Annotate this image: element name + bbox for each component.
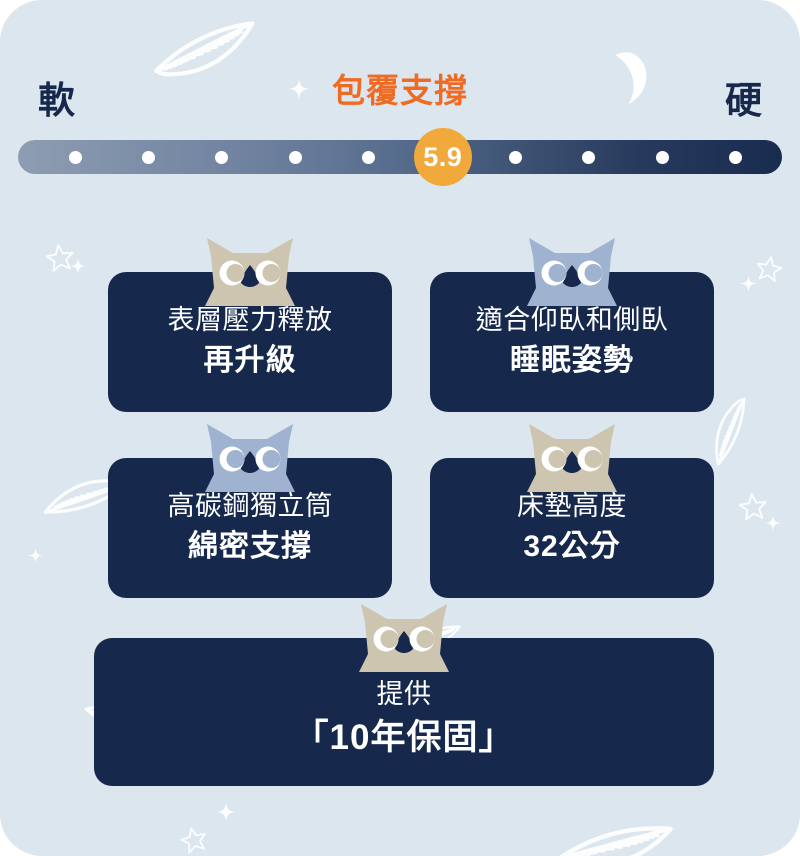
feature-card-line1: 高碳鋼獨立筒 — [167, 491, 333, 522]
star-tiny-bottom-icon — [216, 802, 236, 822]
owl-icon-tan — [203, 236, 297, 310]
warranty-card-line2: 「10年保固」 — [293, 717, 515, 757]
feature-card-line2: 32公分 — [523, 530, 621, 564]
star-tiny-left-low-icon — [28, 548, 43, 563]
star-tiny-right-icon — [740, 275, 757, 292]
firm-end-label: 硬 — [725, 80, 762, 121]
feature-card: 床墊高度 32公分 — [430, 424, 714, 598]
star-tiny-left-icon — [70, 258, 86, 274]
star-outline-right-icon — [753, 253, 785, 285]
owl-icon-tan — [357, 602, 451, 676]
feature-card-line1: 適合仰臥和側臥 — [475, 305, 669, 336]
slider-tick — [142, 150, 156, 164]
owl-icon-blue — [203, 422, 297, 496]
feature-card-line2: 再升級 — [203, 344, 297, 378]
feature-card-line1: 表層壓力釋放 — [167, 305, 333, 336]
slider-tick — [508, 150, 522, 164]
slider-tick — [728, 150, 742, 164]
feature-card-line2: 綿密支撐 — [188, 530, 312, 564]
warranty-card: 提供 「10年保固」 — [94, 604, 714, 786]
owl-icon-tan — [525, 422, 619, 496]
slider-value-badge[interactable]: 5.9 — [413, 128, 472, 186]
feature-card: 表層壓力釋放 再升級 — [108, 238, 392, 412]
star-outline-bottom-icon — [177, 823, 211, 856]
slider-tick — [68, 150, 82, 164]
firmness-scale-header: 軟 包覆支撐 硬 — [0, 0, 800, 140]
feature-card: 高碳鋼獨立筒 綿密支撐 — [108, 424, 392, 598]
slider-tick — [362, 150, 376, 164]
owl-icon-blue — [525, 236, 619, 310]
feature-card-line1: 床墊高度 — [517, 491, 627, 522]
soft-end-label: 軟 — [38, 80, 75, 121]
star-tiny-br-icon — [765, 515, 781, 531]
slider-tick — [288, 150, 302, 164]
star-outline-br-icon — [737, 491, 770, 524]
page-title: 包覆支撐 — [332, 72, 468, 109]
slider-tick — [582, 150, 596, 164]
firmness-slider[interactable]: 5.9 — [18, 128, 782, 186]
slider-tick — [215, 150, 229, 164]
feature-card: 適合仰臥和側臥 睡眠姿勢 — [430, 238, 714, 412]
feather-bottom-right-icon — [551, 777, 684, 856]
slider-tick — [655, 150, 669, 164]
feature-card-line2: 睡眠姿勢 — [510, 344, 634, 378]
star-outline-left-icon — [43, 241, 77, 275]
warranty-card-line1: 提供 — [376, 679, 432, 710]
